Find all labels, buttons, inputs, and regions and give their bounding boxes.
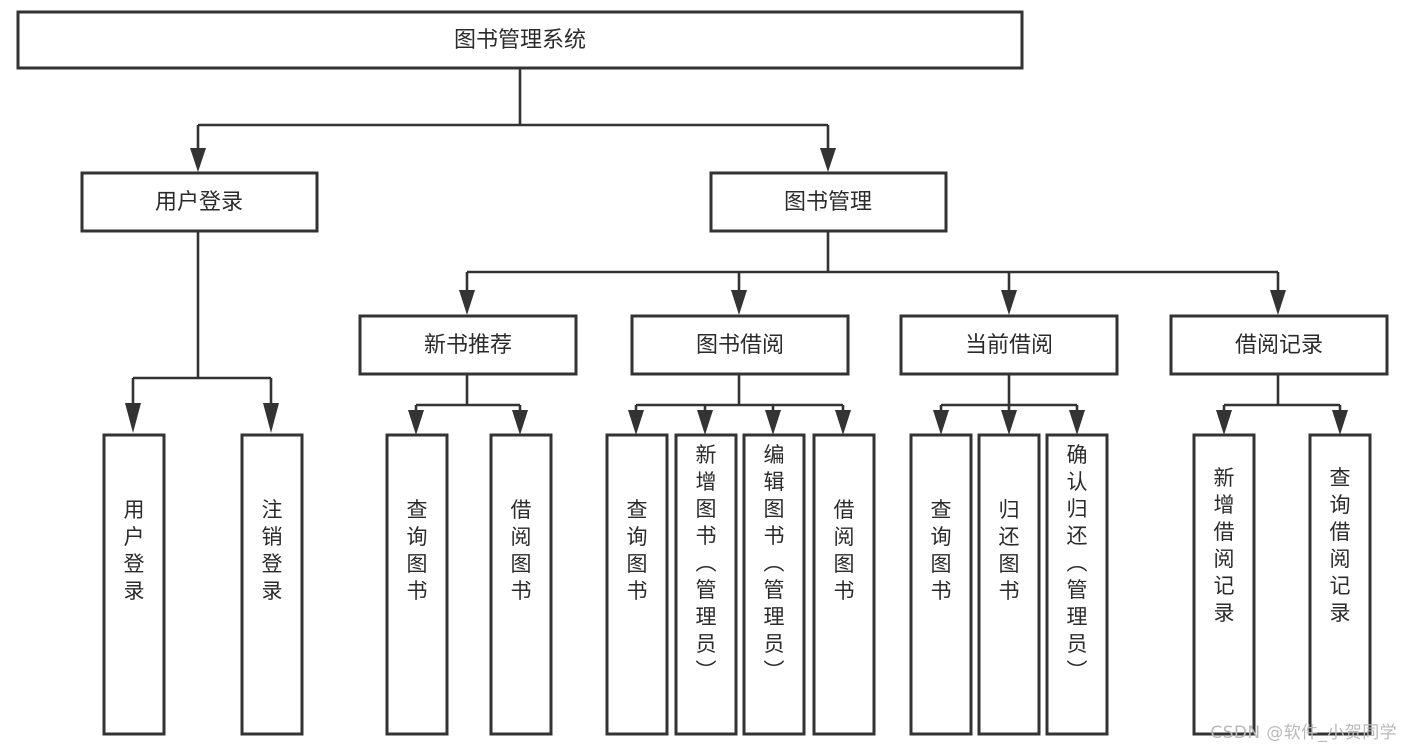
arrow-head-leaf-user-login (125, 403, 141, 433)
arrow-head-leaf-borrow-book-2 (835, 410, 851, 435)
csdn-watermark: CSDN @软件_小贺同学 (1210, 723, 1397, 743)
node-leaf-user-login[interactable]: 用户登录 (102, 433, 166, 736)
node-leaf-query-book-2-label: 查询图书 (627, 498, 648, 603)
node-leaf-return-book[interactable]: 归还图书 (977, 433, 1041, 736)
node-leaf-query-book-2-box[interactable] (605, 433, 669, 736)
arrow-head-leaf-borrow-book-1 (512, 410, 528, 435)
node-leaf-borrow-book-1-label: 借阅图书 (511, 498, 532, 603)
node-new-book-recommend-label: 新书推荐 (424, 333, 512, 358)
node-leaf-query-book-1-label: 查询图书 (407, 498, 428, 603)
node-leaf-logout-login[interactable]: 注销登录 (240, 433, 304, 736)
node-leaf-logout-login-label: 注销登录 (262, 498, 283, 603)
arrow-head-leaf-return-book (1001, 410, 1017, 435)
arrow-head-new-book-recommend (459, 290, 475, 315)
node-leaf-query-book-3[interactable]: 查询图书 (909, 433, 973, 736)
node-leaf-edit-book-label: 编辑图书︵管理员︶ (764, 443, 785, 683)
node-leaf-return-book-label: 归还图书 (999, 498, 1020, 603)
arrow-head-leaf-edit-book (765, 410, 781, 435)
node-leaf-confirm-return-label: 确认归还︵管理员︶ (1067, 443, 1088, 683)
arrow-head-borrow-record (1270, 290, 1286, 315)
node-current-borrow[interactable]: 当前借阅 (899, 314, 1119, 376)
arrow-head-current-borrow (1001, 290, 1017, 315)
arrow-head-leaf-query-book-2 (628, 410, 644, 435)
node-leaf-user-login-box[interactable] (102, 433, 166, 736)
node-leaf-borrow-book-1[interactable]: 借阅图书 (489, 433, 553, 736)
node-new-book-recommend-box[interactable] (358, 314, 578, 376)
arrow-head-leaf-add-record (1216, 410, 1232, 435)
arrow-head-leaf-query-record (1332, 410, 1348, 435)
connectors-layer (125, 68, 1348, 435)
node-leaf-borrow-book-1-box[interactable] (489, 433, 553, 736)
node-leaf-edit-book-box[interactable] (742, 433, 806, 736)
arrow-head-leaf-query-book-3 (933, 410, 949, 435)
arrow-head-leaf-logout-login (263, 403, 279, 433)
node-leaf-borrow-book-2[interactable]: 借阅图书 (812, 433, 876, 736)
arrow-head-leaf-query-book-1 (408, 410, 424, 435)
node-leaf-query-book-1-box[interactable] (385, 433, 449, 736)
node-root-box[interactable] (16, 10, 1024, 70)
node-leaf-query-record[interactable]: 查询借阅记录 (1308, 433, 1372, 736)
arrow-head-user-login (190, 148, 206, 172)
node-new-book-recommend[interactable]: 新书推荐 (358, 314, 578, 376)
node-current-borrow-box[interactable] (899, 314, 1119, 376)
node-borrow-record-box[interactable] (1169, 314, 1389, 376)
node-user-login[interactable]: 用户登录 (80, 171, 319, 233)
node-leaf-user-login-label: 用户登录 (124, 498, 145, 603)
node-leaf-edit-book[interactable]: 编辑图书︵管理员︶ (742, 433, 806, 736)
arrow-head-leaf-confirm-return (1069, 410, 1085, 435)
node-leaf-query-book-2[interactable]: 查询图书 (605, 433, 669, 736)
arrow-head-leaf-add-book (697, 410, 713, 435)
node-book-borrow-box[interactable] (630, 314, 850, 376)
node-user-login-label: 用户登录 (155, 190, 243, 215)
node-leaf-query-book-3-label: 查询图书 (931, 498, 952, 603)
node-leaf-borrow-book-2-box[interactable] (812, 433, 876, 736)
node-book-borrow[interactable]: 图书借阅 (630, 314, 850, 376)
node-leaf-query-book-3-box[interactable] (909, 433, 973, 736)
arrow-head-book-management (820, 148, 836, 172)
node-leaf-query-record-label: 查询借阅记录 (1330, 466, 1351, 625)
node-book-borrow-label: 图书借阅 (696, 333, 784, 358)
node-borrow-record[interactable]: 借阅记录 (1169, 314, 1389, 376)
node-leaf-add-book-box[interactable] (674, 433, 738, 736)
node-leaf-logout-login-box[interactable] (240, 433, 304, 736)
node-borrow-record-label: 借阅记录 (1235, 333, 1323, 358)
node-leaf-borrow-book-2-label: 借阅图书 (834, 498, 855, 603)
node-book-management-box[interactable] (709, 171, 948, 233)
node-leaf-add-book-label: 新增图书︵管理员︶ (696, 443, 717, 683)
node-leaf-add-book[interactable]: 新增图书︵管理员︶ (674, 433, 738, 736)
node-leaf-query-book-1[interactable]: 查询图书 (385, 433, 449, 736)
node-leaf-add-record-label: 新增借阅记录 (1214, 466, 1235, 625)
node-book-management-label: 图书管理 (784, 190, 872, 215)
node-leaf-add-record-box[interactable] (1192, 433, 1256, 736)
node-leaf-confirm-return-box[interactable] (1045, 433, 1109, 736)
node-root-label: 图书管理系统 (454, 28, 586, 53)
node-book-management[interactable]: 图书管理 (709, 171, 948, 233)
node-leaf-query-record-box[interactable] (1308, 433, 1372, 736)
node-user-login-box[interactable] (80, 171, 319, 233)
node-leaf-return-book-box[interactable] (977, 433, 1041, 736)
node-root[interactable]: 图书管理系统 (16, 10, 1024, 70)
node-current-borrow-label: 当前借阅 (965, 333, 1053, 358)
arrow-head-book-borrow (731, 290, 747, 315)
node-leaf-add-record[interactable]: 新增借阅记录 (1192, 433, 1256, 736)
node-leaf-confirm-return[interactable]: 确认归还︵管理员︶ (1045, 433, 1109, 736)
